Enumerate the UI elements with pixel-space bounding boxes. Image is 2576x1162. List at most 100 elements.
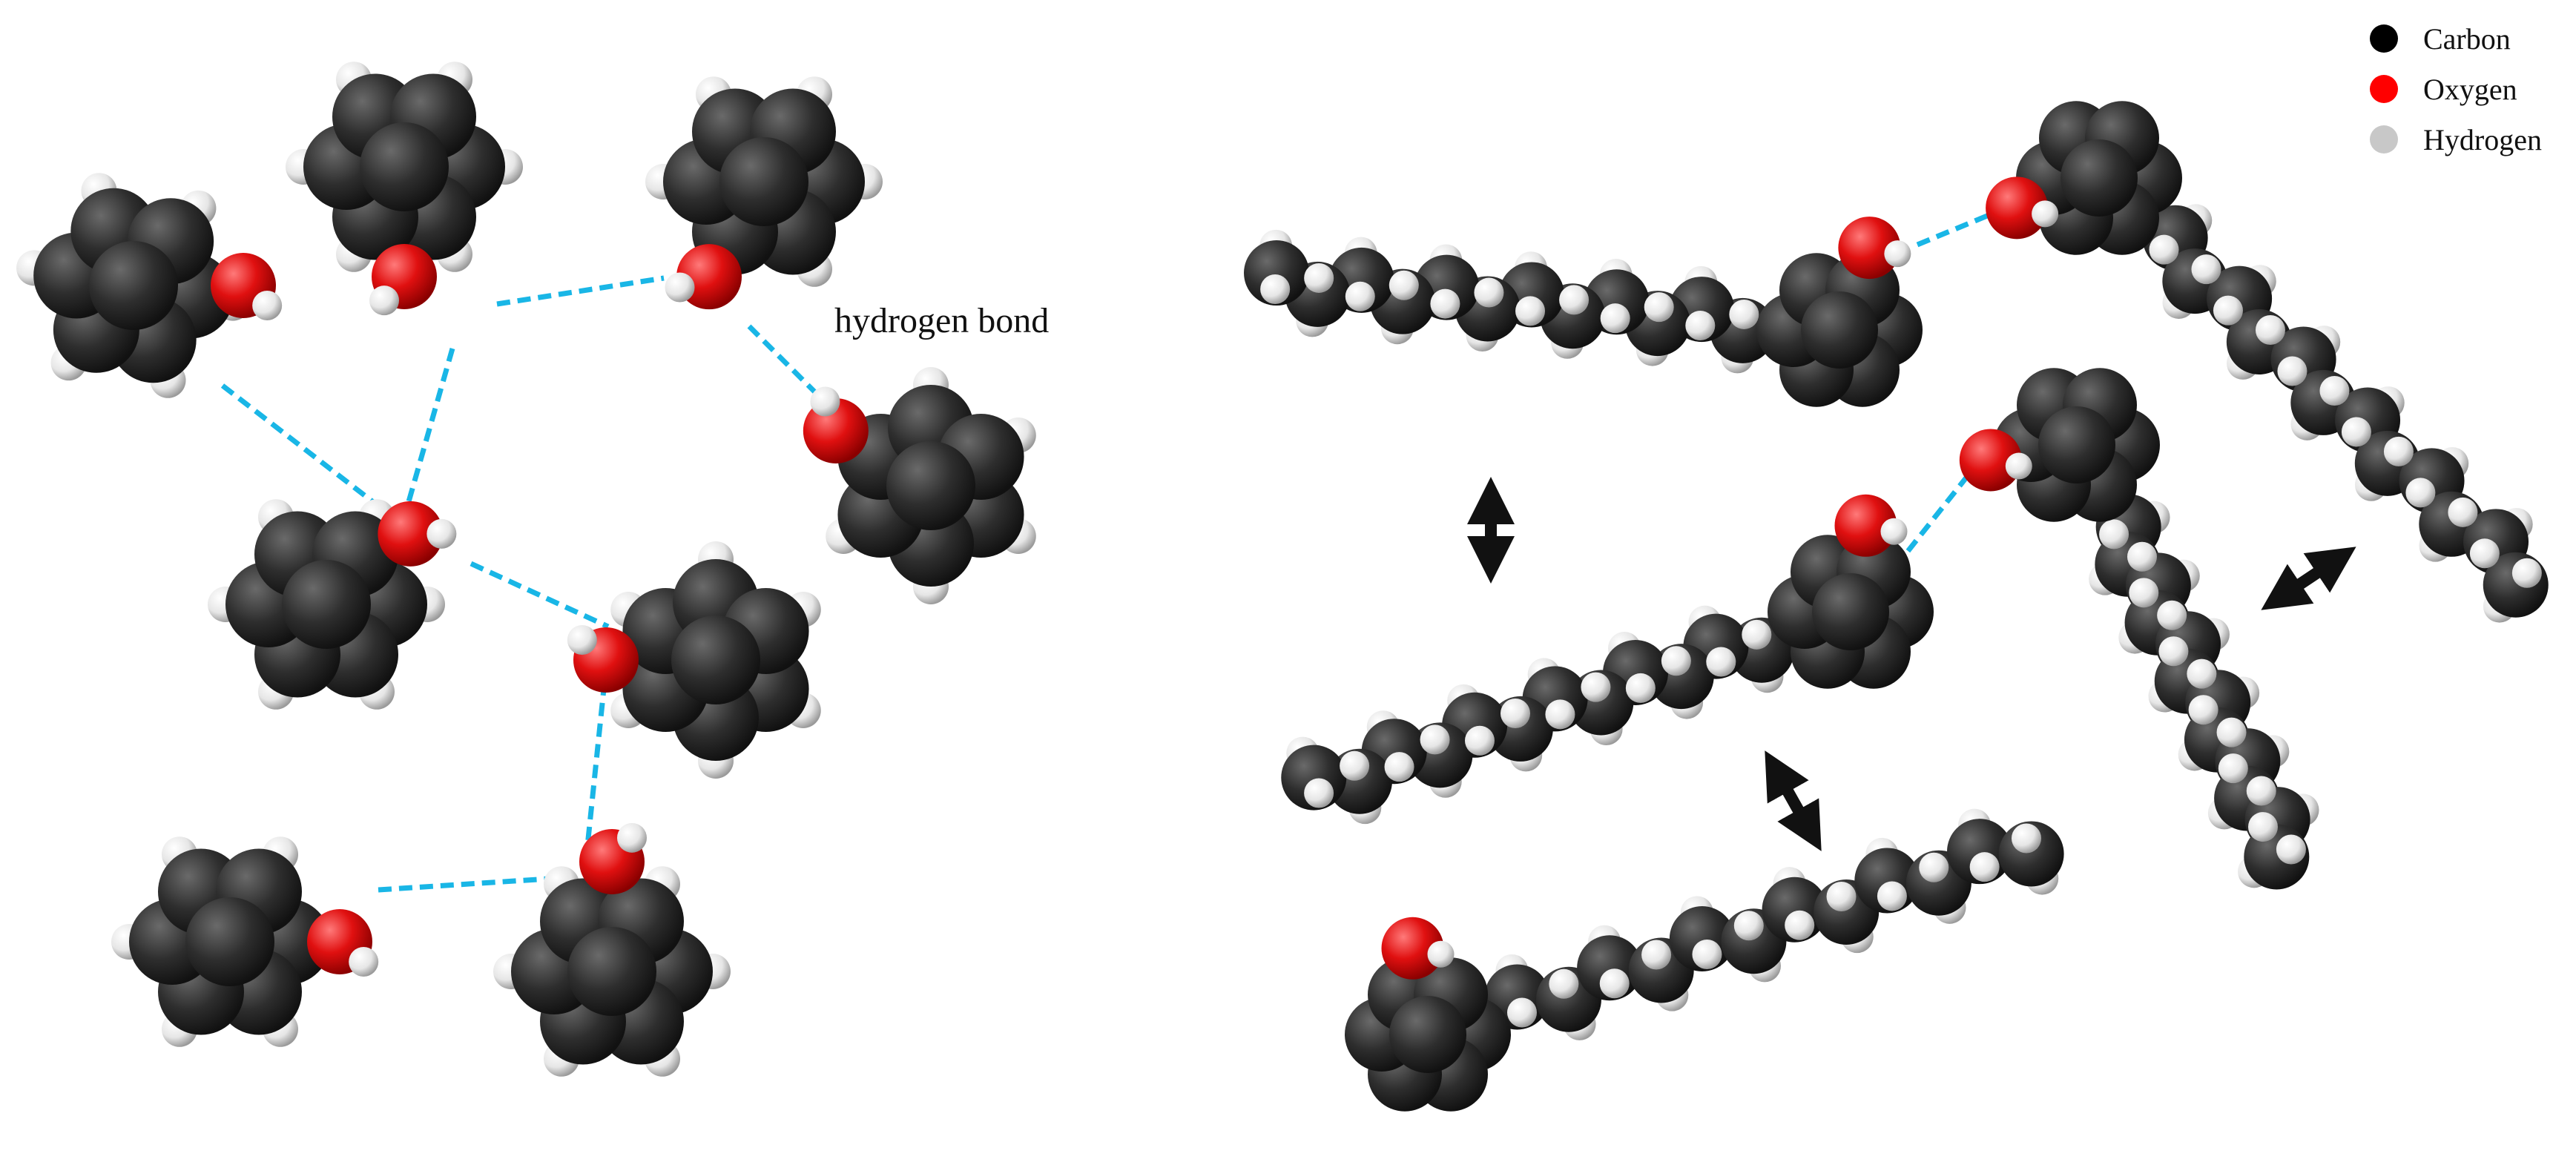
hydrogen-atom [1340,750,1370,781]
hydrogen-atom [1430,288,1460,319]
carbon-atom [185,897,274,986]
hydrogen-atom [1500,699,1530,729]
hydrogen-atom [1625,673,1656,703]
legend-label: Carbon [2423,22,2511,56]
hydrogen-atom [616,822,647,853]
hydrogen-atom [1599,968,1630,999]
phenol-molecule [286,62,523,316]
hydrogen-bond-line [405,348,455,505]
phenol-molecule [111,836,379,1047]
interaction-arrows [1467,477,2356,851]
hydrogen-atom [1345,281,1375,311]
double-arrow-icon [2261,547,2356,610]
oxygen-atom [1381,917,1444,980]
phenol-molecule [208,499,457,710]
molecules [16,62,2549,1112]
hydrogen-bond-line [470,561,610,630]
hydrogen-atom [567,625,597,656]
carbon-swatch-icon [2370,24,2398,53]
phenol-molecule [645,76,883,310]
hydrogen-atom [2341,417,2371,447]
hydrogen-swatch-icon [2370,125,2398,153]
hydrogen-atom [1600,303,1630,334]
hydrogen-atom [1877,881,1907,911]
carbon-atom [1389,996,1466,1073]
hydrogen-atom [1384,752,1414,782]
hydrogen-atom [2216,717,2247,747]
carbon-atom [886,441,975,530]
oxygen-atom [1834,494,1897,557]
hydrogen-atom [1474,277,1504,308]
hydrogen-atom [1661,646,1691,676]
hydrogen-bond-label: hydrogen bond [834,301,1050,340]
phenol-molecule [567,541,821,779]
hydrogen-atom [2099,519,2129,549]
hydrogen-atom [1969,852,2000,882]
alkylphenol-molecule [1345,808,2064,1112]
carbon-atom [567,927,656,1016]
carbon-atom [1801,291,1878,369]
legend: Carbon Oxygen Hydrogen [2370,13,2542,165]
hydrogen-atom [2511,558,2542,588]
oxygen-swatch-icon [2370,75,2398,103]
oxygen-atom [1959,429,2022,492]
phenol-molecule [803,367,1036,604]
hydrogen-atom [1692,939,1722,969]
hydrogen-bond-line [496,275,665,307]
hydrogen-atom [1729,299,1759,329]
hydrogen-atom [349,946,379,977]
oxygen-atom [378,501,444,567]
hydrogen-bond-line [583,681,607,861]
hydrogen-atom [2127,541,2157,572]
hydrogen-bond-line [220,383,388,514]
hydrogen-atom [1641,940,1672,970]
hydrogen-atom [1884,240,1911,268]
legend-item-carbon: Carbon [2370,13,2542,64]
hydrogen-atom [1685,310,1716,340]
hydrogen-atom [1706,647,1736,677]
hydrogen-atom [1826,881,1857,911]
alkylphenol-molecule [1959,368,2319,890]
phenol-molecule [493,822,731,1077]
hydrogen-atom [2149,234,2179,265]
alkylphenol-molecule [1281,494,1934,825]
oxygen-atom [1838,217,1901,280]
carbon-atom [360,122,449,211]
carbon-atom [1244,240,1310,306]
alkylphenol-molecule [1986,101,2549,623]
hydrogen-atom [1559,285,1590,315]
hydrogen-atom [1515,296,1546,326]
hydrogen-atom [2277,356,2307,386]
carbon-atom [89,241,178,330]
hydrogen-bond-line [378,876,550,893]
hydrogen-atom [1464,725,1495,756]
hydrogen-atom [2032,200,2059,228]
carbon-atom [671,615,760,704]
hydrogen-atom [1420,724,1450,755]
hydrogen-atom [1549,968,1579,999]
legend-label: Oxygen [2423,72,2517,106]
double-arrow-icon [1765,750,1822,851]
hydrogen-atom [1644,292,1674,323]
hydrogen-atom [2129,578,2159,608]
hydrogen-atom [2246,776,2276,806]
hydrogen-atom [2213,295,2243,326]
hydrogen-atom [2005,452,2032,480]
carbon-atom [719,137,808,226]
hydrogen-atom [1742,619,1772,650]
hydrogen-atom [1919,852,1949,882]
legend-label: Hydrogen [2423,122,2542,156]
hydrogen-atom [1304,778,1334,808]
hydrogen-atom [2247,812,2278,842]
carbon-atom [2038,406,2115,483]
hydrogen-atom [2448,497,2478,527]
alkylphenol-molecule [1244,217,1923,407]
carbon-atom [2061,139,2138,217]
hydrogen-atom [1507,997,1538,1028]
hydrogen-atom [1260,274,1291,304]
hydrogen-atom [2469,538,2500,569]
carbon-atom [1812,573,1889,650]
hydrogen-atom [2383,436,2414,466]
hydrogen-atom [2405,478,2436,508]
